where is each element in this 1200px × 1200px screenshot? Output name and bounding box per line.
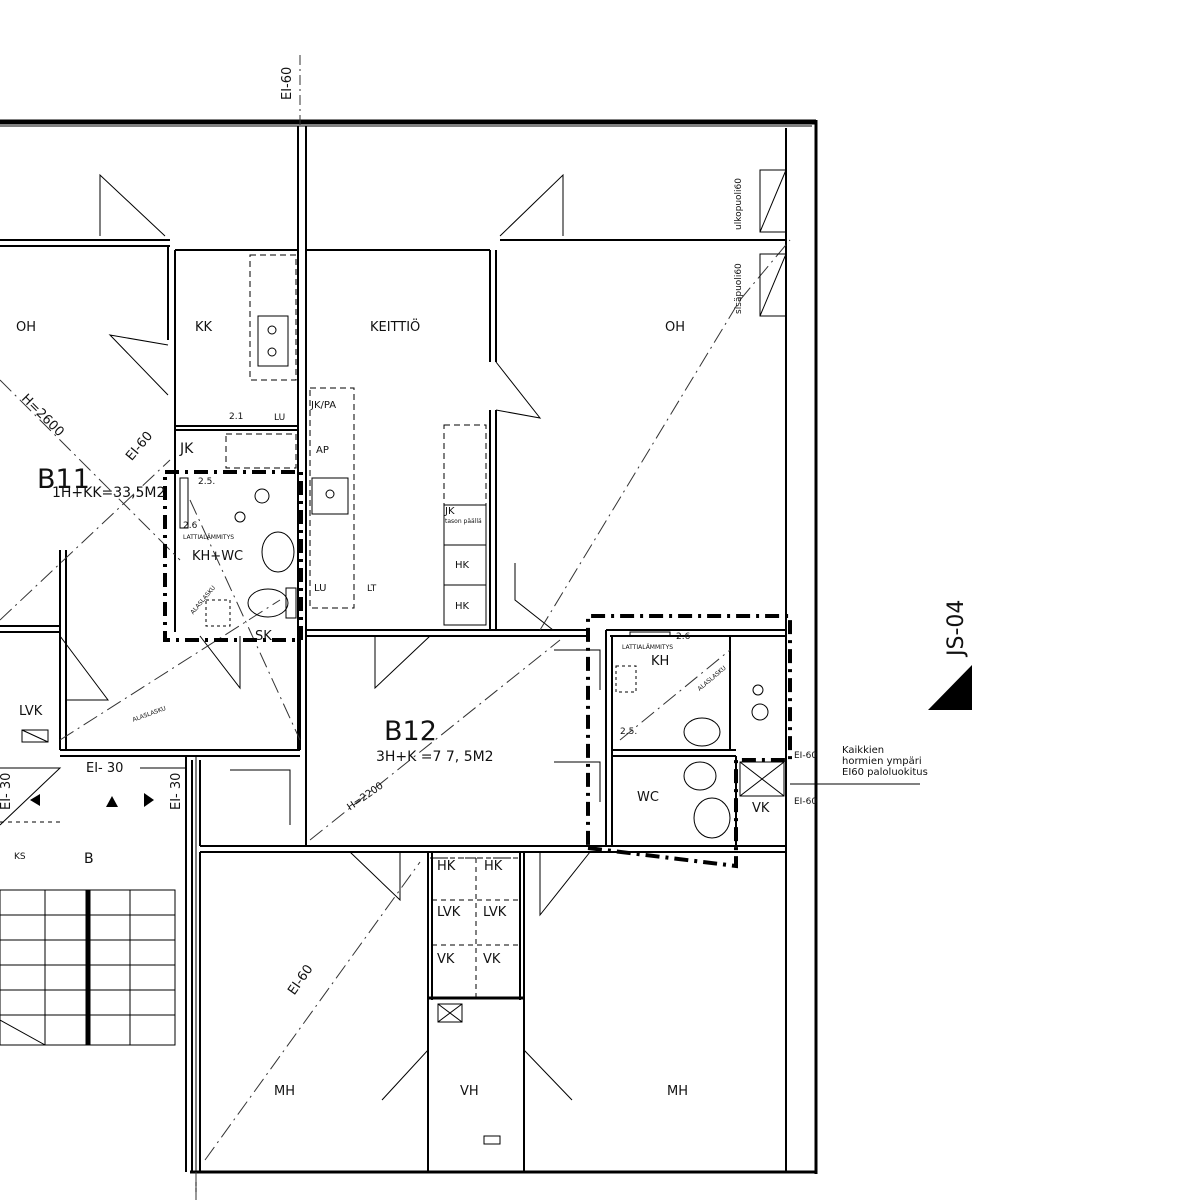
dash-dot-diagonals: [0, 55, 791, 1200]
room-label-hk-2: HK: [484, 859, 503, 874]
room-label-lu-bottom: LU: [314, 583, 327, 594]
fire-rating-ei30-a: EI- 30: [0, 772, 14, 810]
room-label-ks: KS: [14, 852, 26, 862]
note-sisapuoli: sisäpuoli60: [734, 263, 744, 314]
room-label-lvk-2: LVK: [483, 905, 507, 920]
room-label-hk-1: HK: [437, 859, 456, 874]
fire-rating-ei60-wc2: EI-60: [794, 797, 818, 807]
room-label-hk-counter-1: HK: [455, 560, 470, 571]
room-label-ap: AP: [316, 445, 329, 456]
note-ulkopuoli: ulkopuoli60: [734, 178, 744, 230]
room-label-mh-right: MH: [667, 1084, 688, 1099]
room-label-vk: VK: [752, 801, 770, 816]
arrows: [30, 665, 972, 807]
room-label-lu-top: LU: [274, 413, 286, 423]
room-label-jkpa: JK/PA: [311, 400, 337, 411]
dimension-2-1: 2.1: [229, 412, 244, 422]
staircase: [0, 889, 176, 1046]
fire-compartment-boundaries: [163, 470, 792, 869]
room-label-mh-left: MH: [274, 1084, 295, 1099]
room-label-kk: KK: [195, 320, 213, 335]
room-label-lvk-1: LVK: [437, 905, 461, 920]
room-label-kh: KH: [651, 654, 670, 669]
exterior-walls: [0, 119, 818, 1174]
dimension-2-6-b: 2.6: [676, 632, 691, 642]
room-label-oh-left: OH: [16, 320, 37, 335]
dimension-2-5-b: 2.5.: [620, 727, 638, 737]
fire-rating-ei30-b: EI- 30: [86, 761, 124, 776]
note-lattialammitys-2: LATTIALÄMMITYS: [622, 644, 674, 651]
room-label-vk-2: VK: [483, 952, 501, 967]
room-label-hk-counter-2: HK: [455, 601, 470, 612]
door-swings: [0, 173, 601, 1198]
room-label-b: B: [84, 851, 94, 867]
room-label-kh-wc: KH+WC: [192, 549, 244, 564]
section-label-js04: JS-04: [944, 599, 969, 656]
room-label-jk-left: JK: [180, 441, 194, 457]
hormi-note-line-1: Kaikkien: [842, 745, 885, 756]
unit-name-b11: B11: [37, 464, 90, 495]
hormi-note-line-2: hormien ympäri: [842, 756, 922, 767]
room-label-vk-1: VK: [437, 952, 455, 967]
room-label-vh: VH: [460, 1084, 479, 1099]
unit-spec-b12: 3H+K =7 7, 5M2: [376, 749, 494, 765]
note-lattialammitys-1: LATTIALÄMMITYS: [183, 534, 235, 541]
hormi-note-line-3: EI60 paloluokitus: [842, 767, 928, 778]
room-label-oh-right: OH: [665, 320, 686, 335]
room-label-keittio: KEITTIÖ: [370, 320, 421, 335]
unit-spec-b11: 1H+KK=33,5M2: [52, 485, 166, 501]
dimension-2-6-a: 2.6: [183, 521, 198, 531]
unit-name-b12: B12: [384, 716, 437, 747]
dimension-2-5-a: 2.5.: [198, 477, 216, 487]
fire-rating-ei60-wc1: EI-60: [794, 751, 818, 761]
interior-walls: [0, 126, 786, 1172]
counter-note: tason päällä: [445, 518, 482, 525]
fire-rating-ei30-c: EI- 30: [169, 772, 184, 810]
room-label-sk: SK: [255, 629, 272, 644]
room-label-lt: LT: [367, 584, 377, 594]
room-label-wc: WC: [637, 790, 659, 805]
room-label-lvk-left: LVK: [19, 704, 43, 719]
counter-label-jk: JK: [445, 506, 455, 517]
fixtures: [21, 169, 787, 1145]
fire-rating-ei60-top: EI-60: [280, 66, 295, 100]
